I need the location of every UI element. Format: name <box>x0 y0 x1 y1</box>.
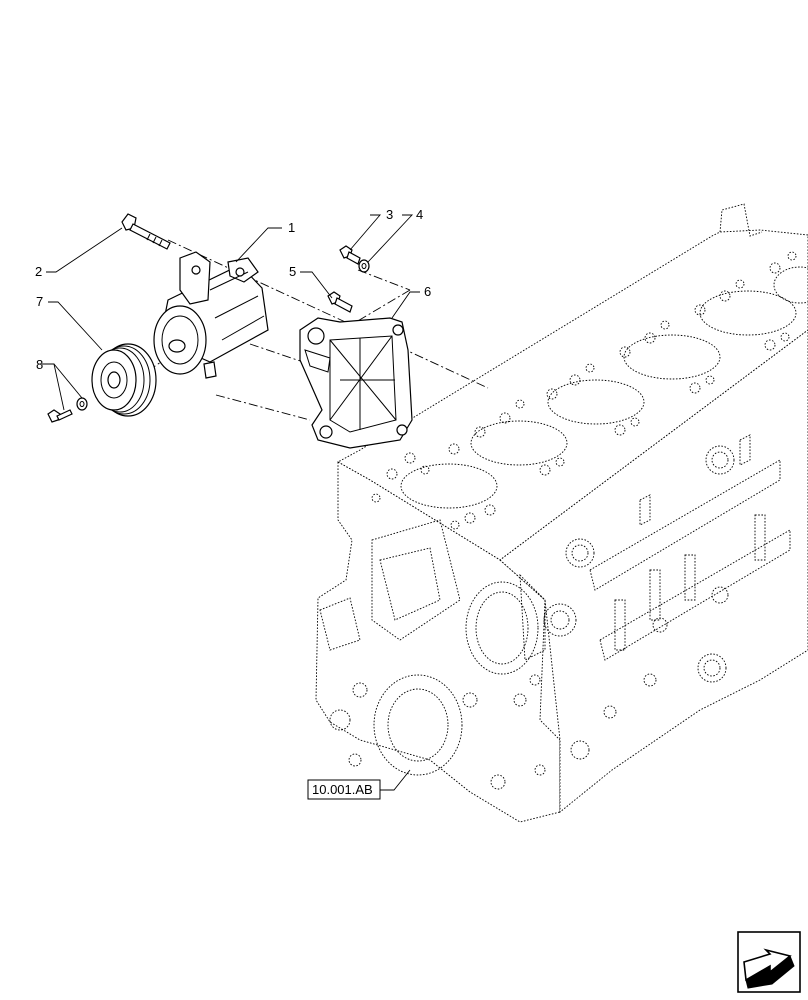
engine-block <box>315 203 808 823</box>
part-1-compressor <box>153 251 269 379</box>
part-5-bolt <box>327 291 353 313</box>
reference-label: 10.001.AB <box>312 782 373 797</box>
part-2-long-bolt <box>121 213 171 250</box>
leader-lines <box>42 214 420 791</box>
callout-labels: 1 2 3 4 5 6 7 8 <box>35 207 431 372</box>
next-page-arrow-icon[interactable] <box>737 931 801 993</box>
callout-2: 2 <box>35 264 42 279</box>
part-3-bolt <box>339 245 361 265</box>
head-bolt-holes <box>371 251 797 530</box>
part-4-washer <box>358 259 370 273</box>
callout-6: 6 <box>424 284 431 299</box>
callout-5: 5 <box>289 264 296 279</box>
callout-7: 7 <box>36 294 43 309</box>
part-6-bracket <box>299 317 413 449</box>
side-face-details <box>570 434 791 760</box>
part-8-bolt-washer <box>47 397 88 423</box>
part-7-pulley <box>91 343 157 417</box>
callout-4: 4 <box>416 207 423 222</box>
reference-label-box[interactable]: 10.001.AB <box>307 779 381 800</box>
callout-8: 8 <box>36 357 43 372</box>
callout-3: 3 <box>386 207 393 222</box>
callout-1: 1 <box>288 220 295 235</box>
front-cover-details <box>319 519 595 790</box>
cylinder-bores <box>400 266 808 509</box>
